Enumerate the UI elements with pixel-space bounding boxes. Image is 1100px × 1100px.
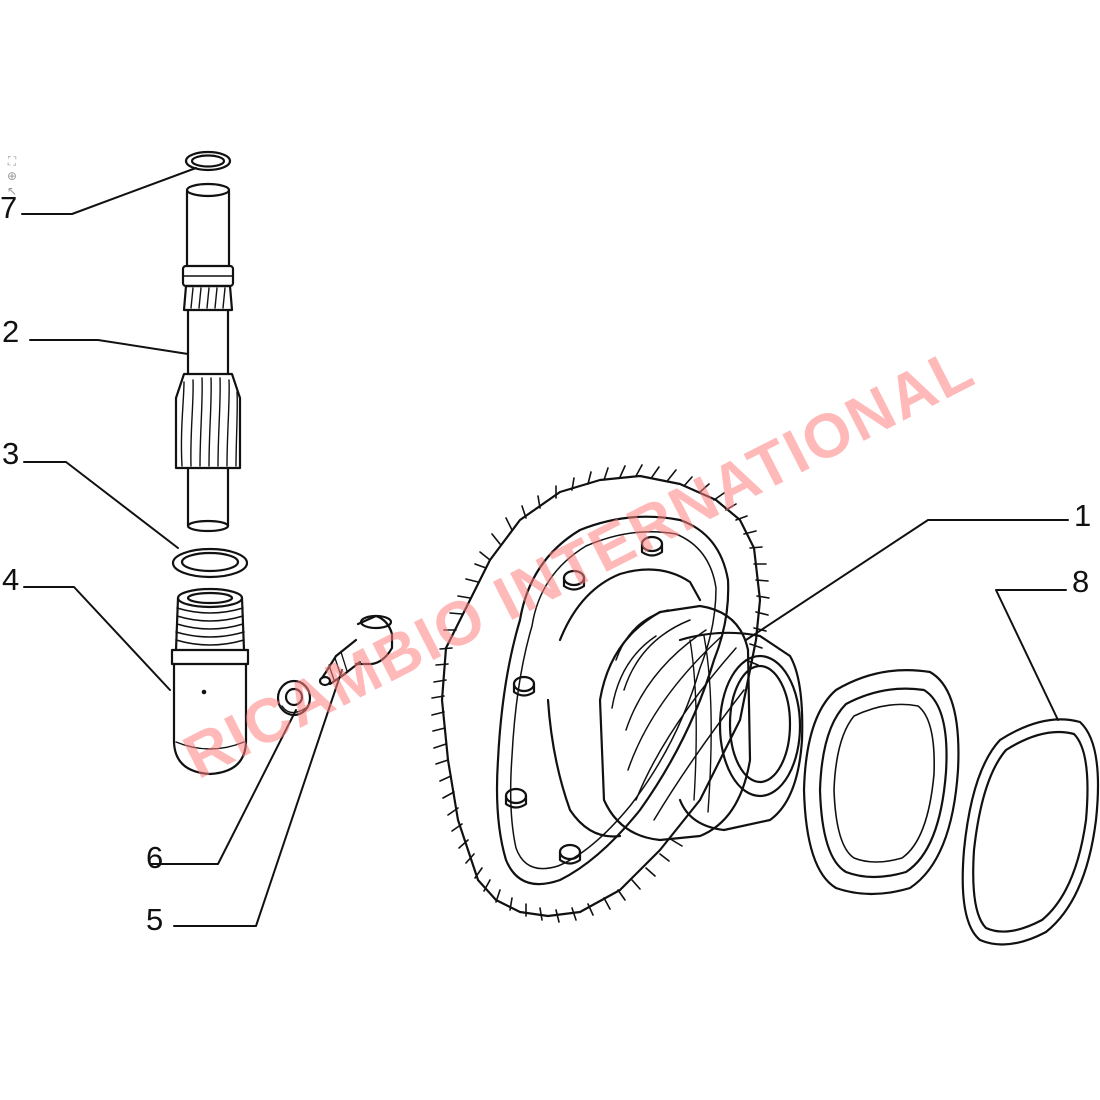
- part-4-bushing: [170, 587, 250, 776]
- part-5-plug: [318, 614, 394, 687]
- part-3-washer: [171, 547, 249, 579]
- callout-6[interactable]: 6: [146, 840, 164, 875]
- leader-lines: [21, 167, 1069, 927]
- bearing-cup: [802, 669, 960, 896]
- part-1-crown-gear: [431, 464, 804, 923]
- callout-4[interactable]: 4: [2, 562, 20, 597]
- callout-8[interactable]: 8: [1072, 564, 1090, 599]
- part-6-seal: [276, 679, 312, 717]
- callout-2[interactable]: 2: [2, 314, 20, 349]
- gear-teeth: [431, 464, 770, 923]
- callout-7[interactable]: 7: [0, 190, 18, 225]
- part-2-pinion-shaft: [174, 182, 242, 533]
- callout-3[interactable]: 3: [2, 436, 20, 471]
- hub-helical-gear: [615, 609, 745, 821]
- part-7-o-ring: [184, 150, 232, 172]
- viewer-toolbar: ⛶ ⊕ ↖: [4, 154, 20, 198]
- gear-bolts: [504, 535, 664, 865]
- callout-1[interactable]: 1: [1074, 498, 1092, 533]
- frame-icon[interactable]: ⛶: [7, 154, 17, 168]
- callout-5[interactable]: 5: [146, 902, 164, 937]
- part-8-shim-ring: [961, 718, 1100, 946]
- zoom-in-icon[interactable]: ⊕: [6, 169, 18, 183]
- pointer-icon[interactable]: ↖: [6, 184, 18, 198]
